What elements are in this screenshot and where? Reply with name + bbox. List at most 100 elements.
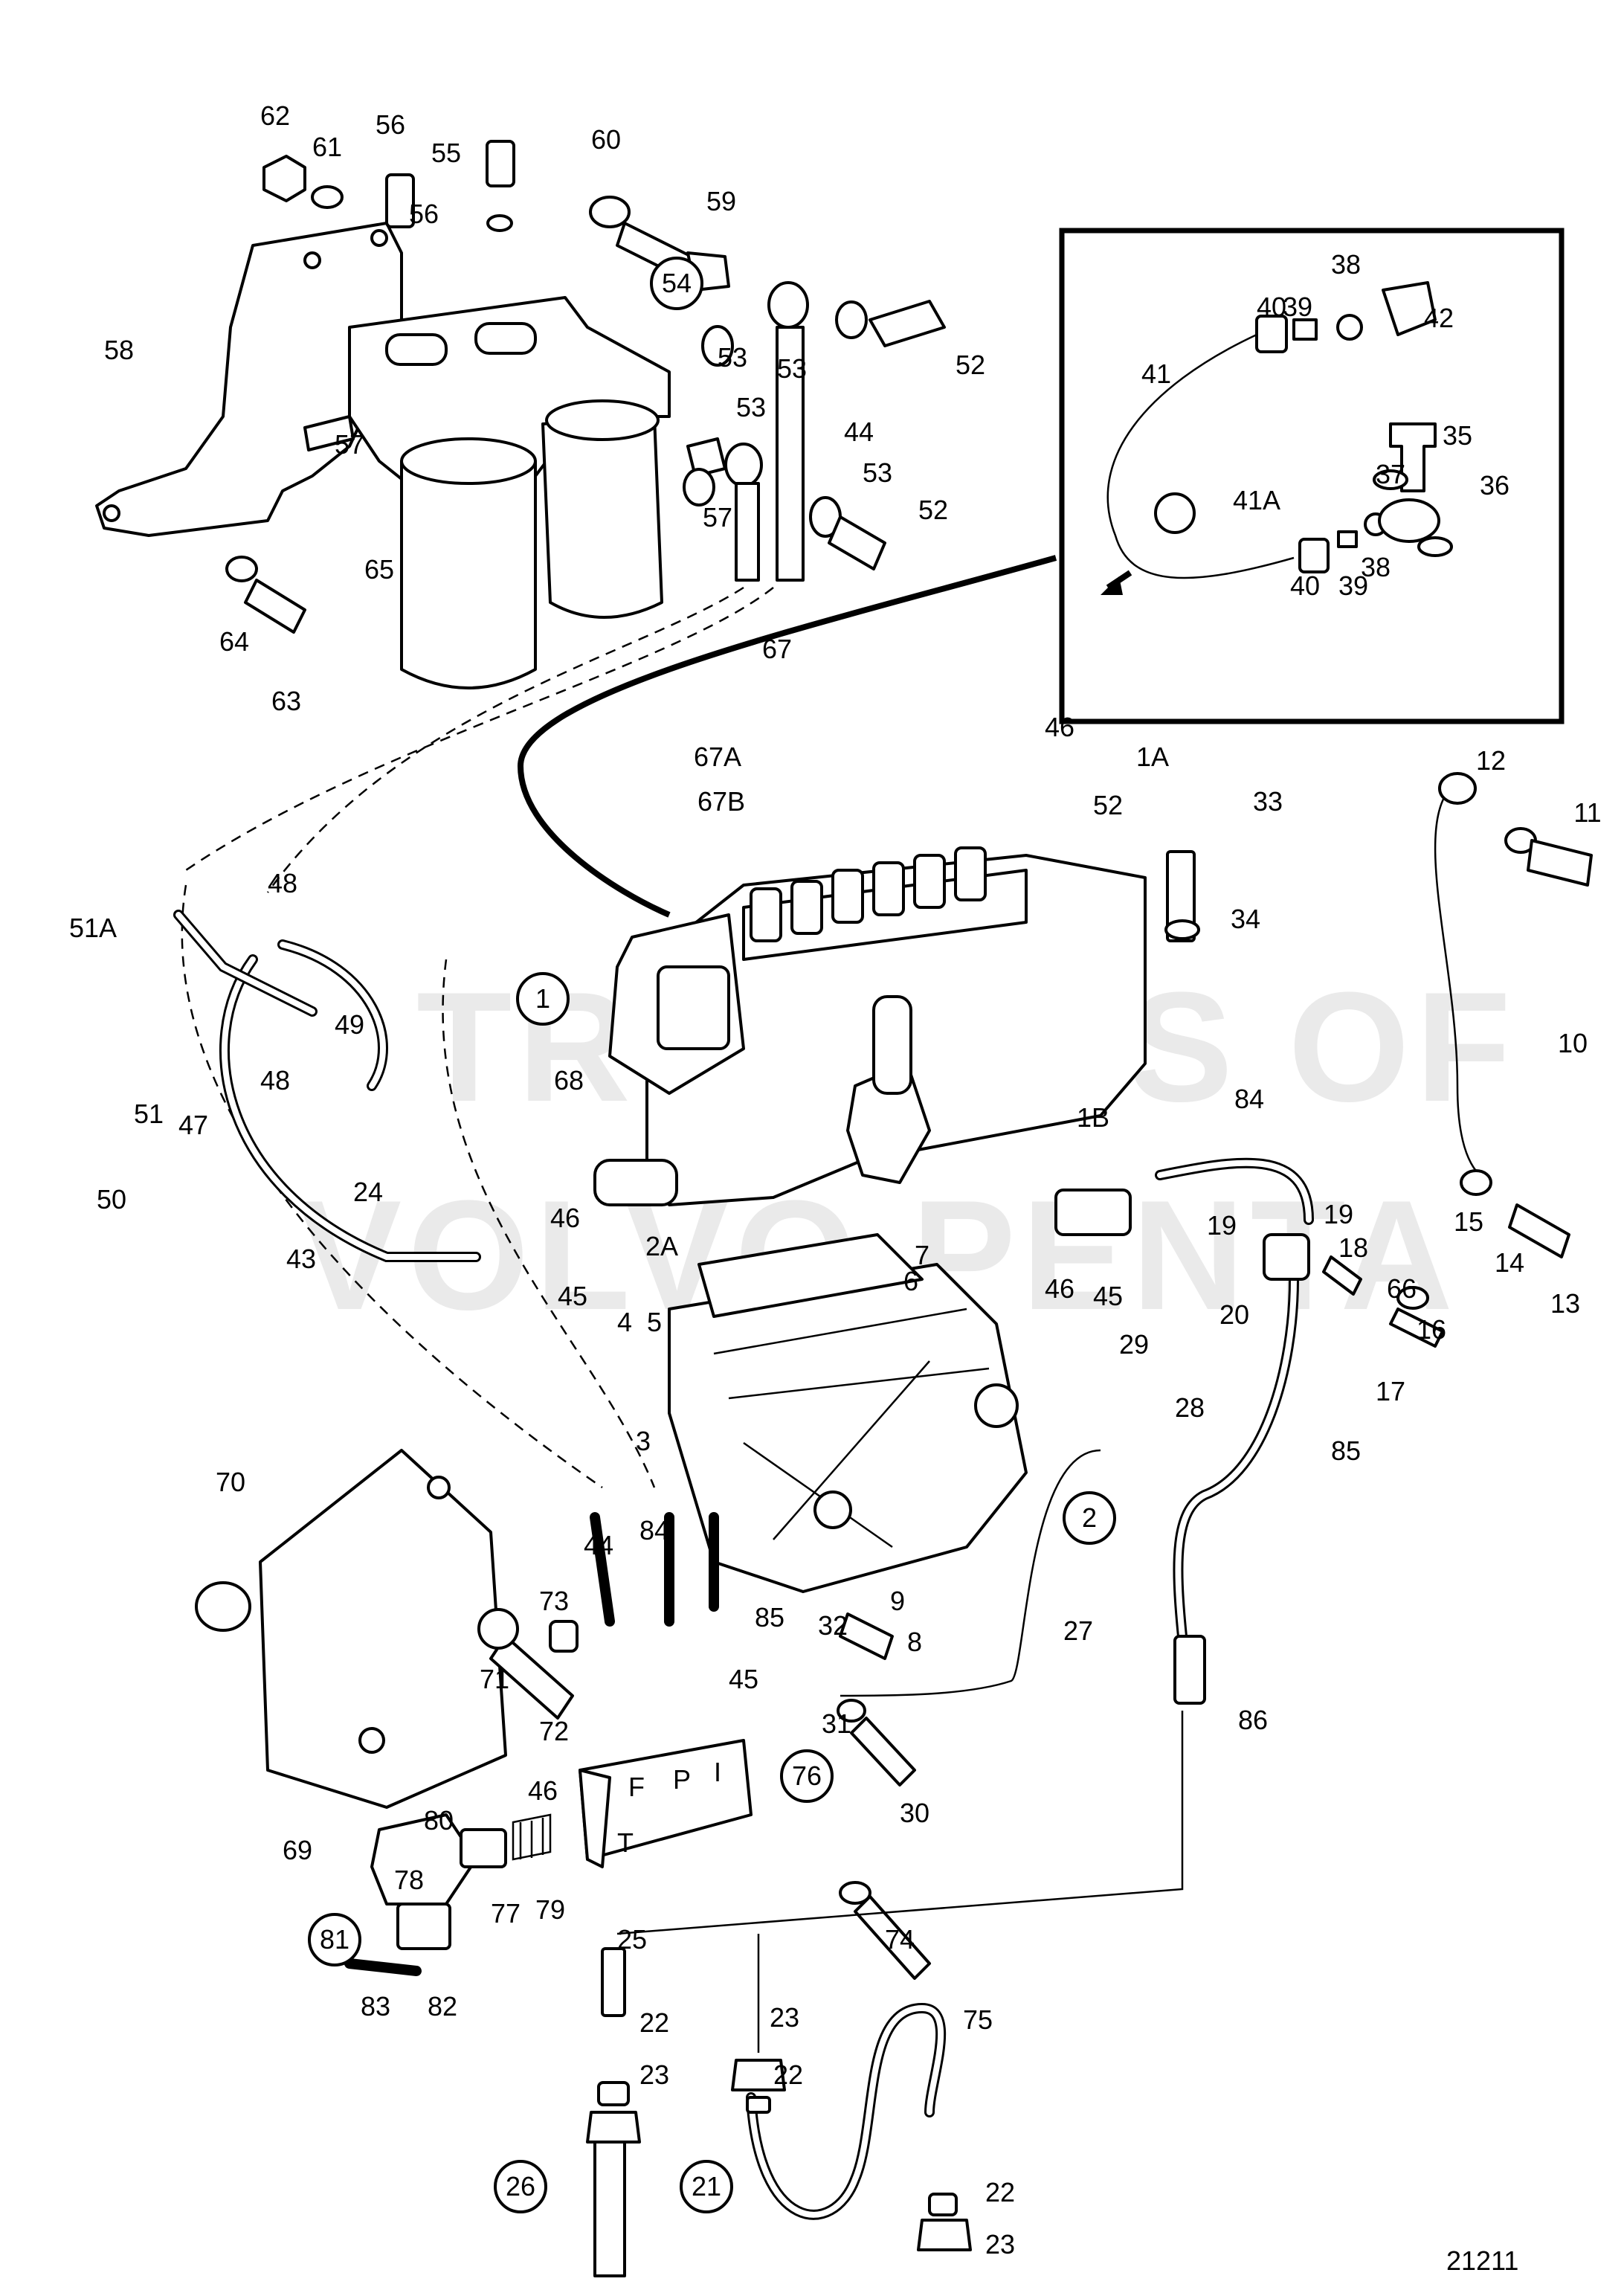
part-label: 33 — [1253, 786, 1283, 817]
fuel-hose-inner — [280, 942, 386, 1089]
part-number: 74 — [885, 1924, 915, 1955]
part-label: 64 — [219, 626, 249, 657]
part-label: 4 — [617, 1307, 632, 1337]
part-label: 7 — [915, 1240, 929, 1270]
part-label: 75 — [963, 2004, 993, 2035]
part-number: 52 — [956, 350, 985, 380]
valve-block-side — [579, 1769, 611, 1868]
part-number: 26 — [506, 2171, 535, 2202]
delivery-valve — [790, 880, 823, 935]
fitting — [928, 2193, 958, 2216]
plate-hole — [427, 1476, 451, 1499]
union-fitting — [1054, 1189, 1132, 1236]
bleed-screw — [486, 140, 515, 187]
part-number: 30 — [900, 1798, 929, 1828]
part-number: 78 — [394, 1865, 424, 1895]
pump-bracket — [668, 1233, 1028, 1593]
part-label: 59 — [706, 186, 736, 216]
part-label: 32 — [818, 1610, 848, 1641]
part-number: 1B — [1077, 1102, 1109, 1133]
pipe-clamp — [1154, 492, 1196, 534]
part-number: 36 — [1480, 470, 1509, 501]
hoses — [173, 788, 1480, 2277]
part-label: 22 — [773, 2059, 803, 2090]
part-number: 23 — [639, 2059, 669, 2090]
connection-line — [616, 1711, 1184, 1935]
drawing-number: 21211 — [1446, 2245, 1518, 2276]
bolt — [1389, 1308, 1444, 1348]
banjo-bolt — [1508, 1203, 1570, 1258]
bolt — [244, 579, 306, 634]
part-label: 10 — [1558, 1028, 1588, 1058]
banjo-eye — [1438, 772, 1477, 805]
part-number: 21 — [692, 2171, 721, 2202]
bracket-ribs — [713, 1308, 990, 1549]
part-label: 40 — [1290, 570, 1320, 601]
part-label: 44 — [844, 417, 874, 447]
part-label: 8 — [907, 1627, 922, 1657]
part-label: 45 — [558, 1281, 587, 1311]
part-number: 31 — [822, 1708, 851, 1739]
part-label: 24 — [353, 1177, 383, 1207]
part-label: 86 — [1238, 1705, 1268, 1735]
part-number: 82 — [428, 1991, 457, 2022]
washer — [837, 1699, 866, 1723]
nut — [586, 2111, 641, 2144]
part-number: 18 — [1338, 1232, 1368, 1263]
part-number: 22 — [773, 2059, 803, 2090]
part-number: 45 — [1093, 1281, 1123, 1311]
part-number: 1 — [535, 983, 550, 1014]
part-number: 37 — [1376, 459, 1405, 489]
part-label: 83 — [361, 1991, 390, 2022]
part-number: 69 — [283, 1835, 312, 1865]
mounting-plate — [259, 1449, 507, 1809]
fuel-hose — [746, 2002, 947, 2220]
part-label: 80 — [424, 1805, 454, 1836]
part-number: 53 — [863, 457, 892, 488]
part-number: 48 — [260, 1065, 290, 1096]
washer — [839, 1881, 871, 1905]
filter-bracket — [95, 222, 403, 537]
fitting — [746, 2096, 771, 2114]
part-label: 18 — [1338, 1232, 1368, 1263]
part-number: 53 — [718, 342, 747, 373]
part-label: 72 — [539, 1716, 569, 1746]
bracket-plate — [697, 1233, 924, 1318]
part-number: 40 — [1257, 292, 1286, 322]
part-number: 49 — [335, 1009, 364, 1040]
fuel-pipe — [1434, 788, 1480, 1176]
routing-line — [266, 586, 744, 893]
part-number: 56 — [376, 109, 405, 140]
filter-canister-left — [400, 460, 537, 689]
part-number: 65 — [364, 554, 394, 585]
part-number: 66 — [1387, 1273, 1417, 1304]
part-number: 54 — [662, 268, 692, 298]
routing-line — [185, 587, 774, 872]
label-circle — [308, 1913, 361, 1966]
part-label: 51 — [134, 1099, 164, 1129]
part-number: 28 — [1175, 1392, 1205, 1423]
part-number: 46 — [528, 1775, 558, 1806]
part-label: 39 — [1338, 570, 1368, 601]
part-label: 48 — [260, 1065, 290, 1096]
part-label: 16 — [1417, 1314, 1446, 1345]
part-label: 47 — [178, 1110, 208, 1140]
part-label: 44 — [584, 1530, 613, 1560]
right-fittings — [1054, 772, 1593, 1348]
part-label: 66 — [1387, 1273, 1417, 1304]
spacer — [195, 1581, 251, 1632]
part-number: 70 — [216, 1467, 245, 1497]
return-hose-inner — [1157, 1160, 1312, 1223]
part-number: 27 — [1063, 1615, 1093, 1646]
head-slot — [385, 333, 448, 366]
part-number: 42 — [1424, 303, 1454, 333]
part-label: 68 — [554, 1065, 584, 1096]
elbow-fitting — [1382, 281, 1437, 336]
detail-inset — [1059, 228, 1565, 724]
part-number: 50 — [97, 1184, 126, 1215]
washer — [835, 300, 868, 339]
part-number: 23 — [770, 2002, 799, 2033]
bracket-hole — [303, 251, 321, 269]
washer — [486, 214, 513, 232]
